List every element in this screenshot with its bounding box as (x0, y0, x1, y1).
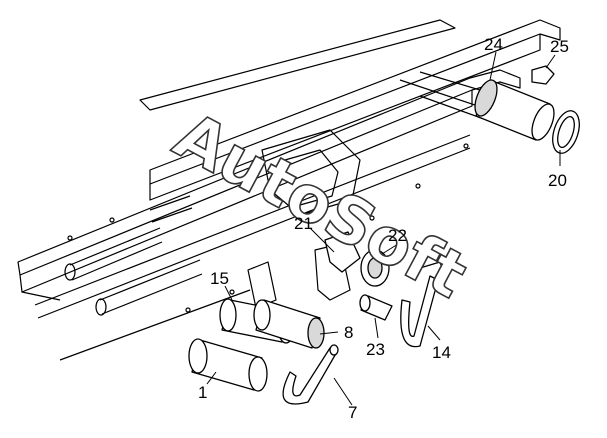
part-22-bushing (360, 249, 390, 287)
part-14-u-bolt (400, 261, 447, 348)
callout-14: 14 (432, 343, 451, 362)
part-25-clip (531, 65, 555, 85)
callout-25: 25 (550, 37, 569, 56)
part-21-hanger (324, 231, 361, 273)
part-24-cylinder (474, 79, 555, 141)
callout-24: 24 (484, 35, 503, 54)
callout-15: 15 (210, 269, 229, 288)
part-23-pin (359, 294, 393, 321)
part-20-clamp-ring (552, 110, 580, 154)
part-7-u-bolt (282, 344, 339, 405)
callout-22: 22 (388, 226, 407, 245)
callout-8: 8 (344, 323, 353, 342)
leader-lines (206, 51, 561, 406)
part-1-cylinder (188, 338, 268, 392)
callout-7: 7 (348, 403, 357, 422)
callout-20: 20 (548, 171, 567, 190)
callout-labels: 24 25 20 21 22 15 8 23 14 1 7 (198, 35, 569, 422)
callout-1: 1 (198, 383, 207, 402)
part-8-cylinder (253, 299, 325, 349)
callout-21: 21 (294, 214, 313, 233)
callout-23: 23 (366, 340, 385, 359)
